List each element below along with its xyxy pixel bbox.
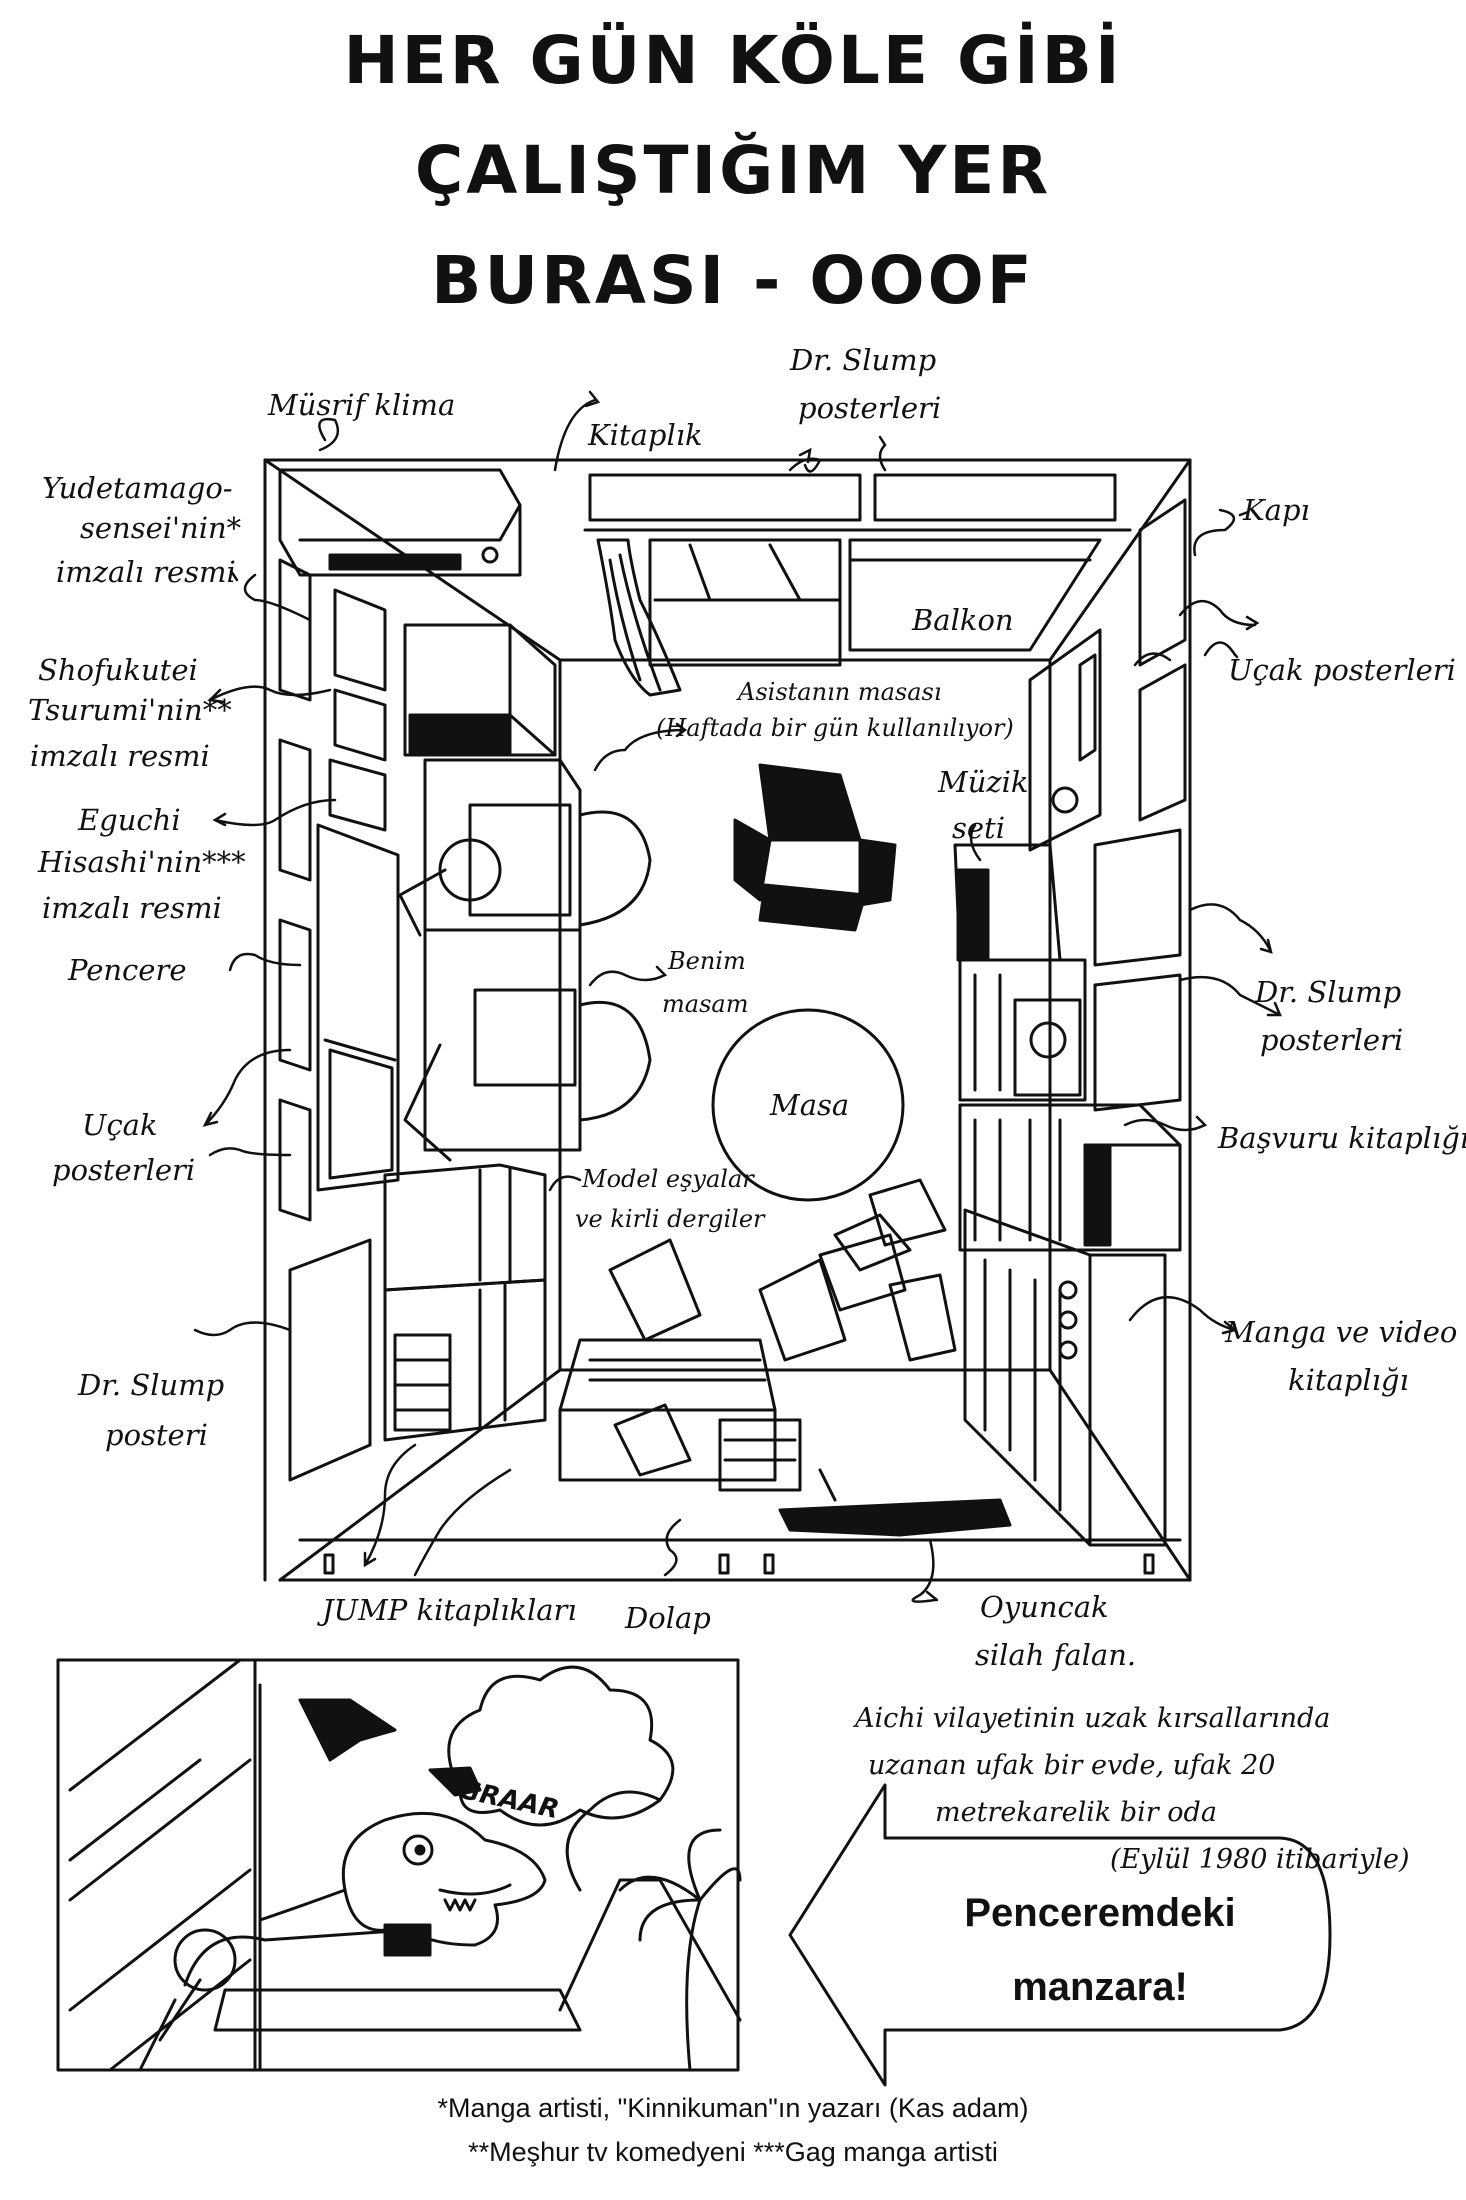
label-dr-slump-left-1: Dr. Slump — [78, 1368, 225, 1402]
label-oyuncak-2: silah falan. — [975, 1638, 1137, 1672]
label-yude-2: sensei'nin* — [80, 511, 242, 545]
label-muzik-1: Müzik — [938, 765, 1029, 799]
label-benim-1: Benim — [668, 947, 746, 975]
label-eguchi-2: Hisashi'nin*** — [38, 845, 246, 879]
label-shofu-1: Shofukutei — [38, 653, 198, 687]
label-muzik-2: seti — [952, 811, 1005, 845]
label-kapi: Kapı — [1243, 493, 1310, 527]
label-shofu-2: Tsurumi'nin** — [28, 693, 232, 727]
label-dr-slump-top-2: posterleri — [798, 391, 942, 425]
label-yude-1: Yudetamago- — [42, 471, 233, 505]
label-model-2: ve kirli dergiler — [575, 1205, 765, 1233]
footnote-line-2: **Meşhur tv komedyeni ***Gag manga artis… — [468, 2137, 998, 2167]
label-eguchi-3: imzalı resmi — [42, 891, 222, 925]
caption-line-1: Aichi vilayetinin uzak kırsallarında — [855, 1703, 1331, 1734]
label-pencere: Pencere — [68, 953, 187, 987]
label-benim-2: masam — [662, 990, 749, 1018]
label-asistan-2: (Haftada bir gün kullanılıyor) — [656, 714, 1014, 742]
label-dr-slump-top-1: Dr. Slump — [790, 343, 937, 377]
caption-line-2: uzanan ufak bir evde, ufak 20 — [868, 1750, 1276, 1781]
caption-line-3: metrekarelik bir oda — [935, 1797, 1217, 1828]
label-dolap: Dolap — [625, 1601, 711, 1635]
arrow-label-line-1: Penceremdeki — [964, 1891, 1236, 1935]
label-balkon: Balkon — [912, 603, 1014, 637]
label-eguchi-1: Eguchi — [78, 803, 181, 837]
label-manga-2: kitaplığı — [1288, 1363, 1409, 1397]
label-ucak-left-2: posterleri — [52, 1153, 196, 1187]
label-basvuru: Başvuru kitaplığı — [1218, 1121, 1466, 1155]
page-title-line-3: BURASI - OOOF — [431, 242, 1035, 319]
label-manga-1: Manga ve video — [1225, 1315, 1458, 1349]
label-shofu-3: imzalı resmi — [30, 739, 210, 773]
label-model-1: Model eşyalar — [582, 1165, 754, 1193]
label-yude-3: imzalı resmi — [56, 555, 236, 589]
label-dr-slump-right-2: posterleri — [1260, 1023, 1404, 1057]
label-musrif-klima: Müsrif klima — [268, 388, 456, 422]
label-oyuncak-1: Oyuncak — [980, 1590, 1109, 1624]
label-ucak-left-1: Uçak — [82, 1108, 158, 1142]
arrow-label-line-2: manzara! — [1012, 1965, 1188, 2009]
label-jump: JUMP kitaplıkları — [322, 1593, 577, 1627]
label-masa: Masa — [770, 1088, 850, 1122]
page-title-line-1: HER GÜN KÖLE GİBİ — [343, 22, 1123, 99]
label-kitaplik: Kitaplık — [588, 418, 703, 452]
label-asistan-1: Asistanın masası — [738, 678, 942, 706]
caption-line-4: (Eylül 1980 itibariyle) — [1110, 1844, 1410, 1875]
label-ucak-right: Uçak posterleri — [1228, 653, 1456, 687]
footnote-line-1: *Manga artisti, "Kinnikuman"ın yazarı (K… — [437, 2093, 1029, 2123]
label-dr-slump-right-1: Dr. Slump — [1255, 975, 1402, 1009]
label-dr-slump-left-2: posteri — [105, 1418, 208, 1452]
page-title-line-2: ÇALIŞTIĞIM YER — [414, 132, 1052, 209]
